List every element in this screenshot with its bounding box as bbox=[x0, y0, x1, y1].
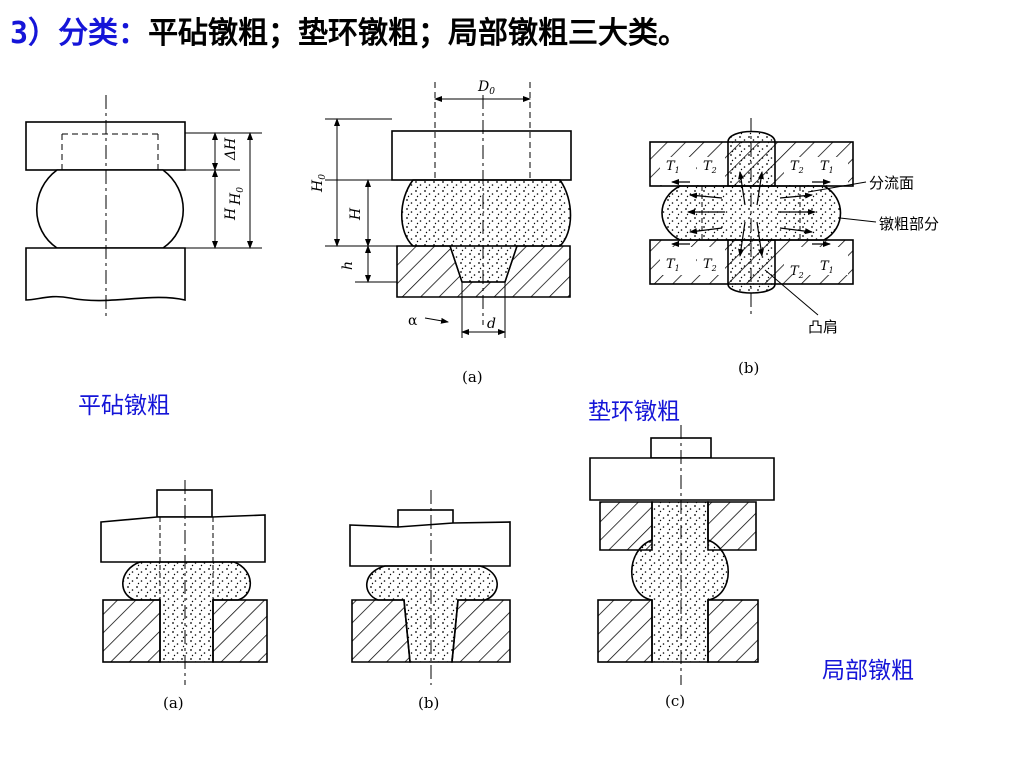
figure-flow-text: T1 T2 T2 T1 T1 T2 T2 T1 bbox=[666, 159, 834, 280]
heading-text: 平砧镦粗；垫环镦粗；局部镦粗三大类。 bbox=[148, 16, 689, 51]
dim-h: H bbox=[348, 207, 364, 221]
label-split-plane: 分流面 bbox=[869, 174, 914, 192]
figure-ring-upset-text: D0 H0 H h α d (a) bbox=[310, 79, 496, 386]
upset-billet bbox=[401, 179, 572, 247]
label-t2-ul: T2 bbox=[703, 159, 717, 175]
figure-local-b bbox=[349, 490, 511, 685]
caption-ring-a: (a) bbox=[462, 368, 483, 386]
label-t2-lr: T2 bbox=[790, 264, 804, 280]
label-flat-anvil: 平砧镦粗 bbox=[78, 393, 170, 419]
label-t2-ur: T2 bbox=[790, 159, 804, 175]
dim-d0: D0 bbox=[477, 79, 495, 97]
heading-keyword: 分类： bbox=[58, 16, 149, 51]
caption-local-a: (a) bbox=[163, 694, 184, 712]
label-upset-part: 镦粗部分 bbox=[879, 215, 939, 233]
heading-number: 3） bbox=[10, 16, 59, 51]
label-t2-ll: T2 bbox=[703, 257, 717, 273]
caption-local-c: (c) bbox=[665, 692, 685, 710]
figure-flat-anvil bbox=[25, 95, 262, 320]
label-t1-ll: T1 bbox=[666, 257, 680, 273]
figure-flow-labels: 分流面 镦粗部分 凸肩 (b) bbox=[738, 174, 939, 377]
dim-alpha: α bbox=[408, 313, 418, 329]
upper-die-c bbox=[589, 457, 775, 501]
dim-h0: H0 bbox=[228, 187, 246, 206]
slide-heading: 3）分类：平砧镦粗；垫环镦粗；局部镦粗三大类。 bbox=[10, 8, 688, 52]
upper-die bbox=[391, 130, 572, 181]
dim-h-small: h bbox=[340, 261, 356, 270]
label-t1-ur: T1 bbox=[820, 159, 834, 175]
dim-h: H bbox=[223, 207, 239, 221]
dim-h0: H0 bbox=[310, 174, 328, 193]
figure-flat-anvil-dims: ΔH H H0 bbox=[223, 137, 246, 221]
upper-die-b bbox=[349, 521, 511, 567]
label-local-upset: 局部镦粗 bbox=[822, 658, 914, 684]
dim-delta-h: ΔH bbox=[223, 137, 239, 161]
figure-local-a bbox=[100, 480, 268, 685]
label-shoulder: 凸肩 bbox=[808, 318, 838, 336]
upper-die-a bbox=[100, 514, 266, 563]
figure-local-c bbox=[589, 425, 775, 685]
label-t1-lr: T1 bbox=[820, 259, 834, 275]
label-ring-upset: 垫环镦粗 bbox=[588, 399, 680, 425]
dim-d: d bbox=[487, 316, 496, 332]
bulged-billet bbox=[36, 169, 184, 249]
figure-flow bbox=[649, 118, 877, 318]
figure-ring-upset bbox=[325, 82, 572, 338]
label-t1-ul: T1 bbox=[666, 159, 680, 175]
caption-local-b: (b) bbox=[418, 694, 439, 712]
caption-flow-b: (b) bbox=[738, 359, 759, 377]
